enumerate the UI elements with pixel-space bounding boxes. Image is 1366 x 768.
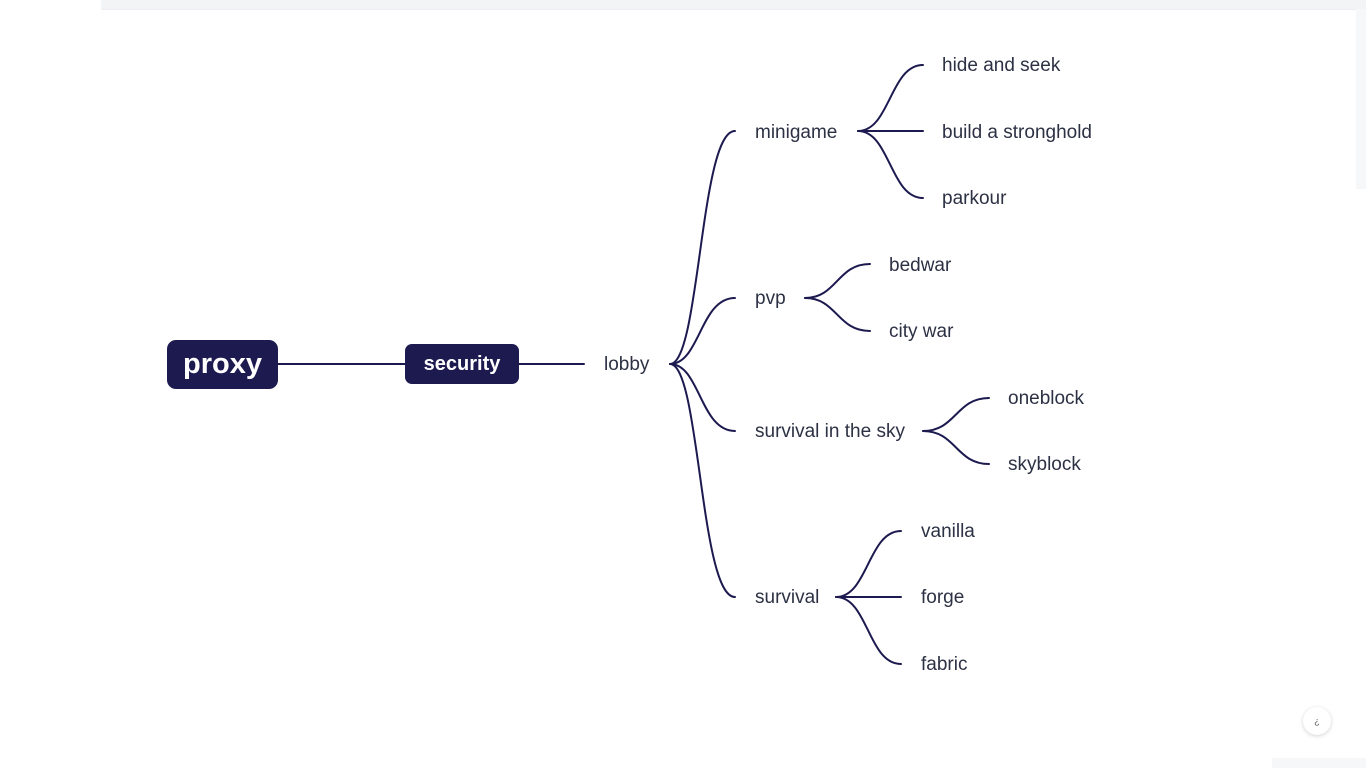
edge-minigame-parkour [857,130,924,199]
node-pvp[interactable]: pvp [755,288,786,309]
edge-pvp-citywar [804,297,871,332]
node-fabric[interactable]: fabric [921,654,968,675]
node-vanilla[interactable]: vanilla [921,521,975,542]
node-oneblock[interactable]: oneblock [1008,388,1085,409]
canvas-top-edge [101,0,1366,10]
edge-sky-skyblock [922,430,990,465]
node-hide-and-seek[interactable]: hide and seek [942,55,1061,76]
edge-survival-fabric [835,596,902,665]
help-button[interactable]: ¿ [1303,707,1331,735]
node-bedwar[interactable]: bedwar [889,255,952,276]
root-node-proxy[interactable]: proxy [167,340,278,389]
canvas-bottom-edge [1272,758,1366,768]
edge-lobby-minigame [669,130,736,365]
main-topic-label: security [423,352,501,375]
help-icon: ¿ [1314,716,1320,726]
edge-lobby-pvp [669,297,736,365]
node-forge[interactable]: forge [921,587,965,608]
node-build-a-stronghold[interactable]: build a stronghold [942,122,1092,143]
node-lobby[interactable]: lobby [604,354,650,375]
main-topic-security[interactable]: security [405,344,519,384]
canvas-right-edge [1356,9,1366,189]
node-parkour[interactable]: parkour [942,188,1007,209]
root-node-label: proxy [183,348,262,380]
node-skyblock[interactable]: skyblock [1008,454,1081,475]
node-survival[interactable]: survival [755,587,820,608]
node-survival-in-the-sky[interactable]: survival in the sky [755,421,905,442]
edge-lobby-survival [669,363,736,598]
node-city-war[interactable]: city war [889,321,954,342]
edge-sky-oneblock [922,397,990,432]
edge-pvp-bedwar [804,263,871,299]
node-minigame[interactable]: minigame [755,122,838,143]
edge-survival-vanilla [835,530,902,598]
edge-lobby-survival-sky [669,363,736,432]
edge-minigame-hide [857,64,924,132]
